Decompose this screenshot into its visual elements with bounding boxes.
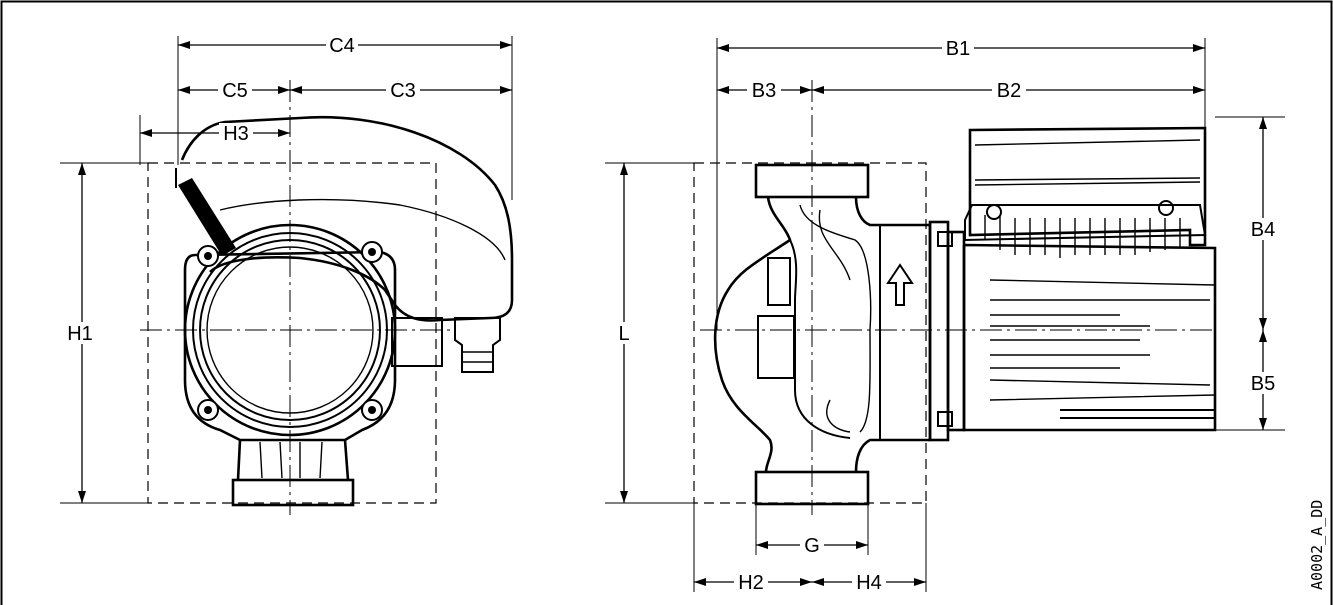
side-envelope (147, 162, 437, 504)
motor-top (968, 126, 1207, 247)
dim-label-c3: C3 (390, 80, 416, 102)
dim-label-h2: H2 (738, 572, 764, 594)
front-envelope (693, 162, 927, 504)
dim-label-g: G (804, 535, 820, 557)
dim-label-h4: H4 (856, 572, 882, 594)
dim-label-h1: H1 (67, 323, 93, 345)
dim-label-l: L (618, 323, 629, 345)
cable-gland (454, 317, 501, 373)
dim-label-b5: B5 (1251, 373, 1275, 395)
side-view: C4 C5 C3 H3 H1 (60, 35, 514, 515)
dim-label-b2: B2 (997, 80, 1021, 102)
handle (178, 178, 236, 256)
dim-label-c5: C5 (222, 80, 248, 102)
arrow-up-icon (886, 263, 914, 306)
bottom-flange (754, 470, 870, 506)
drawing-code: A0002_A_DD (1308, 500, 1326, 590)
lower-flange (231, 478, 355, 507)
dim-label-b3: B3 (752, 80, 776, 102)
top-flange (754, 163, 870, 199)
bolts (197, 241, 383, 421)
dim-label-c4: C4 (329, 35, 355, 57)
cooling-fins (964, 200, 1207, 258)
control-box-cover (180, 115, 514, 322)
dim-label-b4: B4 (1251, 219, 1275, 241)
dim-label-h3: H3 (223, 123, 249, 145)
dim-label-b1: B1 (946, 38, 970, 60)
front-view: B1 B3 B2 B4 B5 L G H2 H4 (605, 38, 1285, 594)
motor-lower (962, 243, 1217, 432)
